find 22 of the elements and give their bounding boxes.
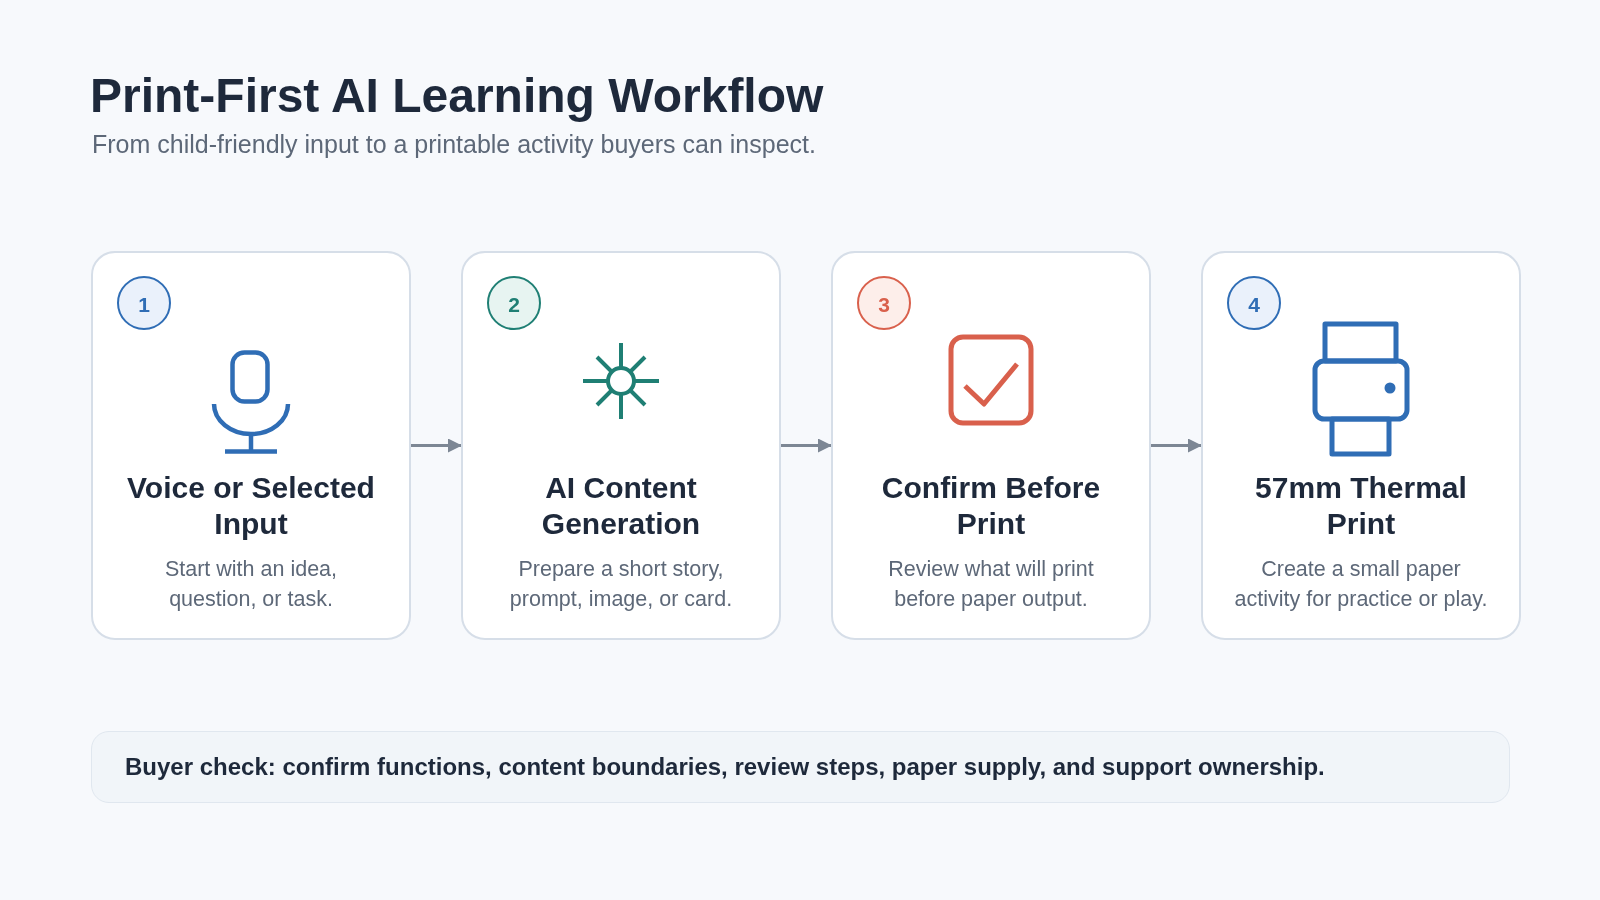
- step-title: AI Content Generation: [540, 470, 702, 542]
- step-description: Prepare a short story, prompt, image, or card.: [508, 556, 734, 613]
- step-number: 4: [1227, 276, 1281, 330]
- step-card: [91, 251, 411, 640]
- step-number: 3: [857, 276, 911, 330]
- step-card: [831, 251, 1151, 640]
- arrow: [1151, 438, 1202, 453]
- title: Print-First AI Learning Workflow: [90, 68, 824, 124]
- step-title: Voice or Selected Input: [126, 470, 376, 542]
- step-description: Start with an idea, question, or task.: [163, 556, 339, 613]
- arrow: [411, 438, 462, 453]
- step-title: Confirm Before Print: [880, 470, 1102, 542]
- step-number: 1: [117, 276, 171, 330]
- step-card: [461, 251, 781, 640]
- step-title: 57mm Thermal Print: [1254, 470, 1468, 542]
- subtitle: From child-friendly input to a printable activity buyers can inspect.: [92, 129, 816, 160]
- step-card: [1201, 251, 1521, 640]
- note-text: Buyer check: confirm functions, content boundaries, review steps, paper supply, and support ownership.: [125, 752, 1325, 782]
- step-description: Review what will print before paper output.: [887, 556, 1095, 613]
- step-description: Create a small paper activity for practice or play.: [1233, 556, 1489, 613]
- arrow: [781, 438, 832, 453]
- step-number: 2: [487, 276, 541, 330]
